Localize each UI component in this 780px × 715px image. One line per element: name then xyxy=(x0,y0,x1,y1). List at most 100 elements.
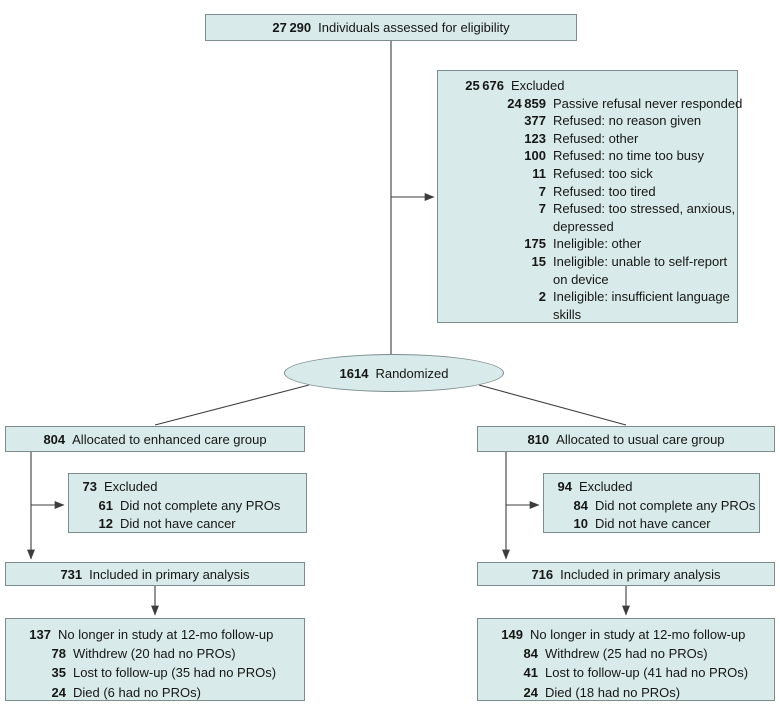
exclusion-label: Did not complete any PROs xyxy=(595,497,756,513)
exclusion-count: 10 xyxy=(573,516,588,531)
exclusion-count: 7 xyxy=(538,201,546,217)
followup-reason-label: Lost to follow-up (35 had no PROs) xyxy=(73,665,277,681)
followup-row: 35 Lost to follow-up (35 had no PROs) xyxy=(18,663,300,682)
exclusion-row: 84 Did not complete any PROs xyxy=(556,497,756,516)
exclusion-count: 84 xyxy=(573,497,588,513)
enhanced-followup-box: 137 No longer in study at 12-mo follow-u… xyxy=(5,618,305,701)
exclusion-label: Did not complete any PROs xyxy=(120,497,281,513)
exclusion-row: 24 859 Passive refusal never responded xyxy=(448,95,742,113)
usual-primary-label: Included in primary analysis xyxy=(560,566,721,582)
excluded-count: 94 xyxy=(557,479,572,494)
followup-row: 41 Lost to follow-up (41 had no PROs) xyxy=(490,663,770,682)
excluded-label: Excluded xyxy=(104,479,158,494)
exclusion-row: 377 Refused: no reason given xyxy=(448,112,733,130)
exclusion-label: Passive refusal never responded xyxy=(553,95,743,111)
followup-head-row: 149 No longer in study at 12-mo follow-u… xyxy=(490,625,770,644)
exclusion-label: Refused: no time too busy xyxy=(553,148,705,164)
exclusion-count: 175 xyxy=(524,236,546,252)
followup-reason-label: Died (6 had no PROs) xyxy=(73,684,201,700)
followup-reason-count: 41 xyxy=(523,665,538,681)
usual-allocation-count: 810 xyxy=(527,431,550,447)
eligibility-label: Individuals assessed for eligibility xyxy=(318,20,510,35)
exclusion-row: 10 Did not have cancer xyxy=(556,515,755,534)
enhanced-allocation-box: 804 Allocated to enhanced care group xyxy=(5,426,305,452)
exclusion-count: 15 xyxy=(531,253,546,269)
followup-reason-count: 35 xyxy=(51,665,66,681)
enhanced-primary-analysis-box: 731 Included in primary analysis xyxy=(5,562,305,586)
followup-reason-count: 24 xyxy=(523,684,538,700)
exclusion-count: 12 xyxy=(98,516,113,531)
exclusion-label: Did not have cancer xyxy=(120,516,236,531)
line-randomized-to-usual xyxy=(478,384,627,426)
excluded-count: 25 676 xyxy=(465,78,504,93)
followup-reason-label: Died (18 had no PROs) xyxy=(545,684,681,700)
excluded-head-row: 25 676 Excluded xyxy=(448,77,733,95)
exclusion-count: 2 xyxy=(538,289,546,305)
exclusion-label: Refused: no reason given xyxy=(553,113,702,129)
randomized-count: 1614 xyxy=(339,365,369,381)
excluded-label: Excluded xyxy=(579,479,633,494)
eligibility-count: 27 290 xyxy=(272,20,312,35)
exclusion-row: 2 Ineligible: insufficient language skil… xyxy=(448,288,733,323)
excluded-count: 73 xyxy=(82,479,97,494)
exclusion-label: Refused: too sick xyxy=(553,165,653,181)
enhanced-allocation-label: Allocated to enhanced care group xyxy=(72,431,267,447)
followup-reason-label: Withdrew (20 had no PROs) xyxy=(73,646,236,662)
followup-reason-label: Withdrew (25 had no PROs) xyxy=(545,646,708,662)
followup-head-row: 137 No longer in study at 12-mo follow-u… xyxy=(18,625,300,644)
exclusion-count: 377 xyxy=(524,113,546,129)
usual-excluded-box: 94 Excluded 84 Did not complete any PROs… xyxy=(543,473,760,533)
followup-row: 84 Withdrew (25 had no PROs) xyxy=(490,644,770,663)
excluded-box: 25 676 Excluded 24 859 Passive refusal n… xyxy=(437,70,742,323)
enhanced-primary-label: Included in primary analysis xyxy=(89,566,250,582)
exclusion-count: 61 xyxy=(98,497,113,513)
exclusion-row: 7 Refused: too tired xyxy=(448,183,733,201)
exclusion-count: 123 xyxy=(524,130,546,146)
exclusion-count: 11 xyxy=(532,165,546,181)
usual-primary-count: 716 xyxy=(531,566,554,582)
usual-primary-analysis-box: 716 Included in primary analysis xyxy=(477,562,775,586)
line-randomized-to-enhanced xyxy=(154,384,310,426)
exclusion-label: Did not have cancer xyxy=(595,516,711,531)
usual-followup-box: 149 No longer in study at 12-mo follow-u… xyxy=(477,618,775,701)
exclusion-label: Refused: too stressed, anxious, depresse… xyxy=(553,201,736,234)
exclusion-label: Ineligible: other xyxy=(553,236,642,252)
enhanced-allocation-count: 804 xyxy=(43,431,66,447)
followup-count: 149 xyxy=(501,627,523,642)
exclusion-label: Ineligible: insufficient language skills xyxy=(553,289,730,322)
exclusion-label: Refused: too tired xyxy=(553,183,656,199)
enhanced-excluded-box: 73 Excluded 61 Did not complete any PROs… xyxy=(68,473,307,533)
exclusion-count: 100 xyxy=(524,148,546,164)
followup-row: 78 Withdrew (20 had no PROs) xyxy=(18,644,300,663)
followup-reason-count: 84 xyxy=(523,646,538,662)
followup-label: No longer in study at 12-mo follow-up xyxy=(530,627,746,642)
exclusion-row: 100 Refused: no time too busy xyxy=(448,147,733,165)
exclusion-row: 12 Did not have cancer xyxy=(81,515,302,534)
followup-reason-count: 24 xyxy=(51,684,66,700)
usual-allocation-box: 810 Allocated to usual care group xyxy=(477,426,775,452)
exclusion-count: 7 xyxy=(538,183,546,199)
followup-label: No longer in study at 12-mo follow-up xyxy=(58,627,274,642)
enhanced-primary-count: 731 xyxy=(60,566,83,582)
exclusion-count: 24 859 xyxy=(507,95,546,111)
eligibility-box: 27 290 Individuals assessed for eligibil… xyxy=(205,14,577,41)
randomized-label: Randomized xyxy=(375,365,449,381)
followup-reason-label: Lost to follow-up (41 had no PROs) xyxy=(545,665,749,681)
randomized-oval: 1614 Randomized xyxy=(284,354,504,392)
exclusion-row: 15 Ineligible: unable to self-report on … xyxy=(448,253,733,288)
exclusion-label: Refused: other xyxy=(553,130,639,146)
excluded-head-row: 94 Excluded xyxy=(556,478,755,497)
followup-row: 24 Died (18 had no PROs) xyxy=(490,683,770,702)
followup-count: 137 xyxy=(29,627,51,642)
excluded-head-row: 73 Excluded xyxy=(81,478,302,497)
exclusion-label: Ineligible: unable to self-report on dev… xyxy=(553,253,728,287)
usual-allocation-label: Allocated to usual care group xyxy=(556,431,725,447)
followup-row: 24 Died (6 had no PROs) xyxy=(18,683,300,702)
excluded-label: Excluded xyxy=(511,78,565,93)
exclusion-row: 11 Refused: too sick xyxy=(448,165,733,183)
followup-reason-count: 78 xyxy=(51,646,66,662)
exclusion-row: 175 Ineligible: other xyxy=(448,235,733,253)
exclusion-row: 7 Refused: too stressed, anxious, depres… xyxy=(448,200,736,235)
